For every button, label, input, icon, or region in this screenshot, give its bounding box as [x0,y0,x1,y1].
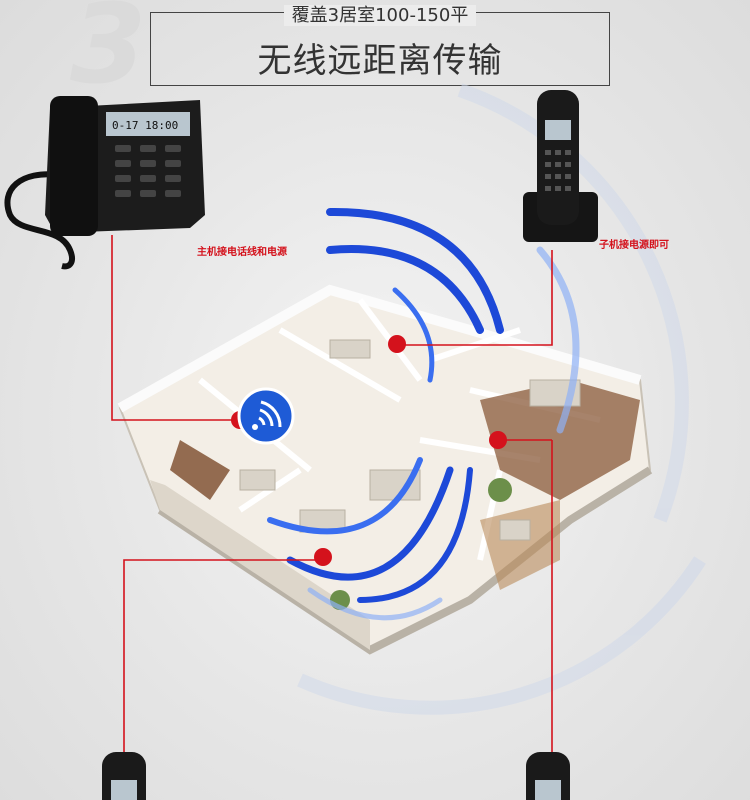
step-number: 3 [70,0,147,108]
corded-phone-icon: 0-17 18:00 [4,96,205,270]
label-base-phone: 主机接电话线和电源 [197,247,287,258]
signal-arcs [267,207,580,621]
location-dot [388,335,406,353]
cordless-handset-icon [523,90,598,242]
label-handset: 子机接电源即可 [599,240,669,251]
page-title: 无线远距离传输 [257,41,503,81]
background-signal-arcs [297,83,706,715]
bottom-handset-left-icon [102,752,146,800]
base-display-text: 0-17 18:00 [112,119,178,132]
wifi-icon [237,387,295,445]
title-box: 覆盖3居室100-150平 无线远距离传输 [150,5,610,86]
subtitle-wrap: 覆盖3居室100-150平 [151,1,609,27]
bottom-handset-right-icon [526,752,570,800]
connector-lines [111,235,553,760]
location-dot [489,431,507,449]
subtitle: 覆盖3居室100-150平 [283,5,477,26]
location-dot [314,548,332,566]
